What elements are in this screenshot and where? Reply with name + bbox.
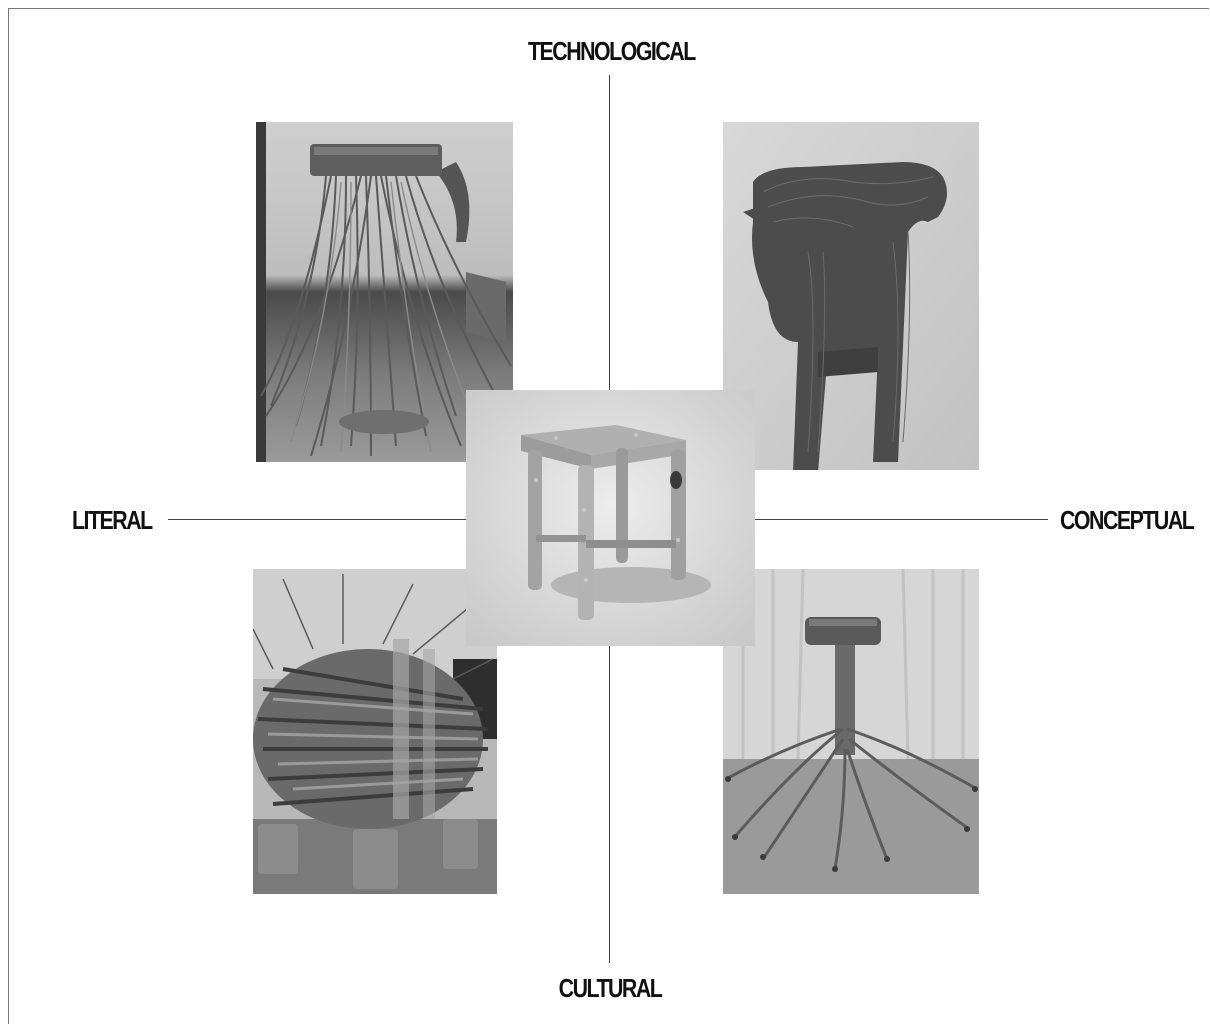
- bundled-branch-stool-photo: [253, 569, 497, 894]
- layered-cnc-stool-photo: [723, 122, 979, 470]
- axis-line-right: [754, 519, 1048, 520]
- axis-label-literal: LITERAL: [72, 507, 152, 533]
- axis-label-cultural: CULTURAL: [528, 975, 692, 1001]
- axis-label-technological: TECHNOLOGICAL: [528, 38, 692, 64]
- root-base-stool-photo: [723, 569, 979, 894]
- axis-line-bottom: [609, 645, 610, 963]
- axis-line-left: [168, 519, 468, 520]
- bark-textured-stool-photo: [466, 390, 755, 646]
- axis-line-top: [609, 75, 610, 393]
- axis-label-conceptual: CONCEPTUAL: [1060, 507, 1193, 533]
